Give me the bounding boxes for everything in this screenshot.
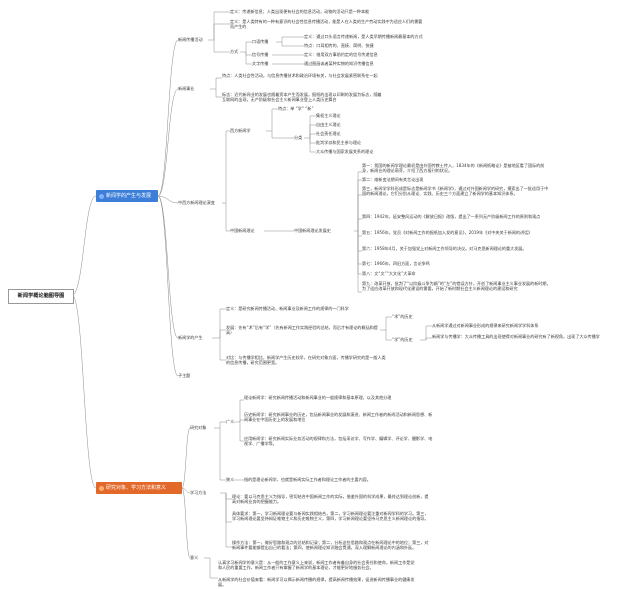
node-narrow[interactable]: 狭义 [226, 477, 235, 482]
node-origin[interactable]: 新闻学的产生 [178, 335, 203, 340]
node-method-1[interactable]: 理论：要以马克思主义为指导，密切结合中国新闻工作的实际，借鉴外国的科学成果，最终… [232, 494, 429, 505]
node-method-2[interactable]: 具体要求：第一，学习新闻理论要与新闻实践相结合，第二，学习新闻理论要注重对新闻学… [232, 511, 429, 522]
node-western-feat[interactable]: 特点：单 “学” “新” [278, 106, 314, 111]
node-xue-2[interactable]: 新闻学与传播学：大众传播工具的出现使得对新闻事业的研究有了新视角，出现了大众传播… [432, 334, 600, 339]
node-meaning[interactable]: 意义 [190, 555, 199, 560]
node-industry-feat[interactable]: 特点：人类社会性活动，与信息传播技术和政治环境有关，与社会发展紧密联系在一起 [222, 73, 378, 78]
node-cn-stage[interactable]: 第九：改革开放，批判了“以阶级斗争为纲”的“左”的错误方针，开创了新闻事业主义事… [362, 281, 551, 292]
root-node[interactable]: 新闻学概论脑图导图 [8, 289, 74, 304]
node-shu-history[interactable]: “术”的历史 [392, 314, 413, 319]
node-method[interactable]: 方式 [230, 49, 239, 54]
node-written-def[interactable]: 通过图画或者某种实物的知识传播信息 [304, 61, 374, 66]
node-broad-item[interactable]: 应用新闻学：研究新闻实际业务活动的规律和方法，包括采访学、写作学、编辑学、评论学… [244, 436, 433, 447]
node-w-item[interactable]: 自由主义理论 [316, 122, 341, 127]
node-activity-def1[interactable]: 定义：传递新信息；人类出现便有社会的信息活动，动物的活动只是一种本能 [230, 9, 370, 14]
node-cn-theory[interactable]: 中国新闻理论 [230, 228, 255, 233]
node-origin-def[interactable]: 定义：是研究新闻传播活动、新闻事业及新闻工作的规律的一门科学 [226, 306, 349, 311]
node-broad-item[interactable]: 历史新闻学：研究新闻事业的历史，包括新闻事业的发展和演进、新闻工作者的新闻活动和… [244, 412, 433, 423]
node-cn-stage[interactable]: 第二：维新变法期间有关言论出现 [362, 177, 424, 182]
node-subtopic[interactable]: 子主题 [178, 373, 191, 378]
branch-label: 研究对象、学习方法和意义 [106, 485, 167, 491]
node-w-item[interactable]: 集权主义理论 [316, 113, 341, 118]
node-cn-stage[interactable]: 第七：1966年，四旧方面，言论争鸣 [362, 261, 430, 266]
node-activity-def2[interactable]: 定义：是人类特有的一种有意识的社会性信息传播活动，能是人在人类的生产劳动实践中为… [230, 19, 423, 30]
node-cn-stage[interactable]: 第八：文“文”“大文化”大革命 [362, 271, 416, 276]
node-w-item[interactable]: 批判学派和民主参与理论 [316, 140, 362, 145]
node-broad-item[interactable]: 理论新闻学：研究新闻传播活动和新闻事业的一般规律和基本原理，以及其他分理 [244, 395, 392, 400]
orange-circle-icon [99, 485, 104, 491]
branch-research-methods[interactable]: 研究对象、学习方法和意义 [96, 482, 182, 494]
node-object[interactable]: 研究对象 [190, 425, 207, 430]
node-cn-stage[interactable]: 第五：1956年，党员《对新闻工作的报纸加入发的意见》，2019年《对中央关于新… [362, 230, 533, 235]
node-learn-method[interactable]: 学习方法 [190, 490, 207, 495]
node-western[interactable]: 西方新闻学 [230, 128, 251, 133]
node-cn-stage[interactable]: 第一：我国的新闻学理论最初是由外国传教士传入，1834年的《新闻纸略论》是被地区… [362, 163, 545, 174]
node-written[interactable]: 文字传播 [252, 61, 269, 66]
node-origin-compare[interactable]: 对比：与传播学相比，新闻学产生历史较早，在研究对象方面，传播学研究的是一般人类的… [226, 355, 386, 366]
node-w-item[interactable]: 大众传播与国家发展关系的理论 [316, 149, 374, 154]
node-oral[interactable]: 口语传播 [252, 39, 269, 44]
node-news-activity[interactable]: 新闻传播活动 [178, 37, 203, 42]
node-signal[interactable]: 信号传播 [252, 52, 269, 57]
node-meaning-2[interactable]: 从新闻学的社会价值来看：新闻学可以揭示新闻传播的规律，提高新闻传播效果，促进新闻… [218, 577, 415, 588]
node-meaning-1[interactable]: 认真学习新闻学的意义是：从一般的工作意义上来说，新闻工作者有着自身的社会责任和使… [218, 560, 415, 571]
node-industry-sign[interactable]: 标志：近代新闻业的发展也随着资本产生而发展，报纸的出现以印刷的发展为标志，随着互… [222, 92, 382, 103]
node-origin-dev[interactable]: 发展：先有“术”后有“学”（先有新闻工作实践经验的总结，而后才有理论的概括和提高… [226, 325, 378, 336]
blue-circle-icon [99, 193, 104, 199]
node-classify[interactable]: 分类 [294, 135, 303, 140]
branch-origin-development[interactable]: 新闻学的产生与发展 [96, 190, 158, 202]
node-w-item[interactable]: 社会责任理论 [316, 131, 341, 136]
node-cn-history[interactable]: 中西方新闻理论演变 [178, 200, 215, 205]
node-cn-stage[interactable]: 第六：1958年4月，关于加强党上对新闻工作领导的决议。对马克思新闻理论的重大发… [362, 246, 527, 251]
node-signal-def[interactable]: 定义：借用双方事前约定的信号传递信息 [304, 52, 378, 57]
node-cn-dev[interactable]: 中国新闻理论发展史 [294, 228, 331, 233]
node-method-3[interactable]: 操作方法：第一，做好思路和观点的总结和记录；第二，分析这些思路和观点在新闻理论中… [232, 540, 429, 551]
node-cn-stage[interactable]: 第四：1942年，延安整风运动的《解放日报》改版，提出了一系列无产阶级新闻工作的… [362, 214, 541, 219]
node-cn-stage[interactable]: 第三，新闻学学科形成是标志是新闻学书《新闻学》，通过对外国新闻学的研究，摸索出了… [362, 186, 549, 197]
branch-label: 新闻学的产生与发展 [106, 193, 152, 199]
node-oral-def[interactable]: 定义：通过口头语言传递新闻，是人类早期传播新闻最基本的方式 [304, 34, 423, 39]
node-industry[interactable]: 新闻事业 [178, 86, 195, 91]
node-broad[interactable]: 广义 [226, 419, 235, 424]
node-oral-feat[interactable]: 特点：口耳相传的、直接、简明、快捷 [304, 43, 374, 48]
node-xue-1[interactable]: 从新闻学通过对新闻事业形成的规律来研究新闻学学科体系 [432, 323, 539, 328]
node-xue-history[interactable]: “学”的历史 [392, 337, 413, 342]
node-narrow-def[interactable]: 指的是理论新闻学，也就是新闻实际工作者和理论工作者的主要内容。 [244, 477, 371, 482]
